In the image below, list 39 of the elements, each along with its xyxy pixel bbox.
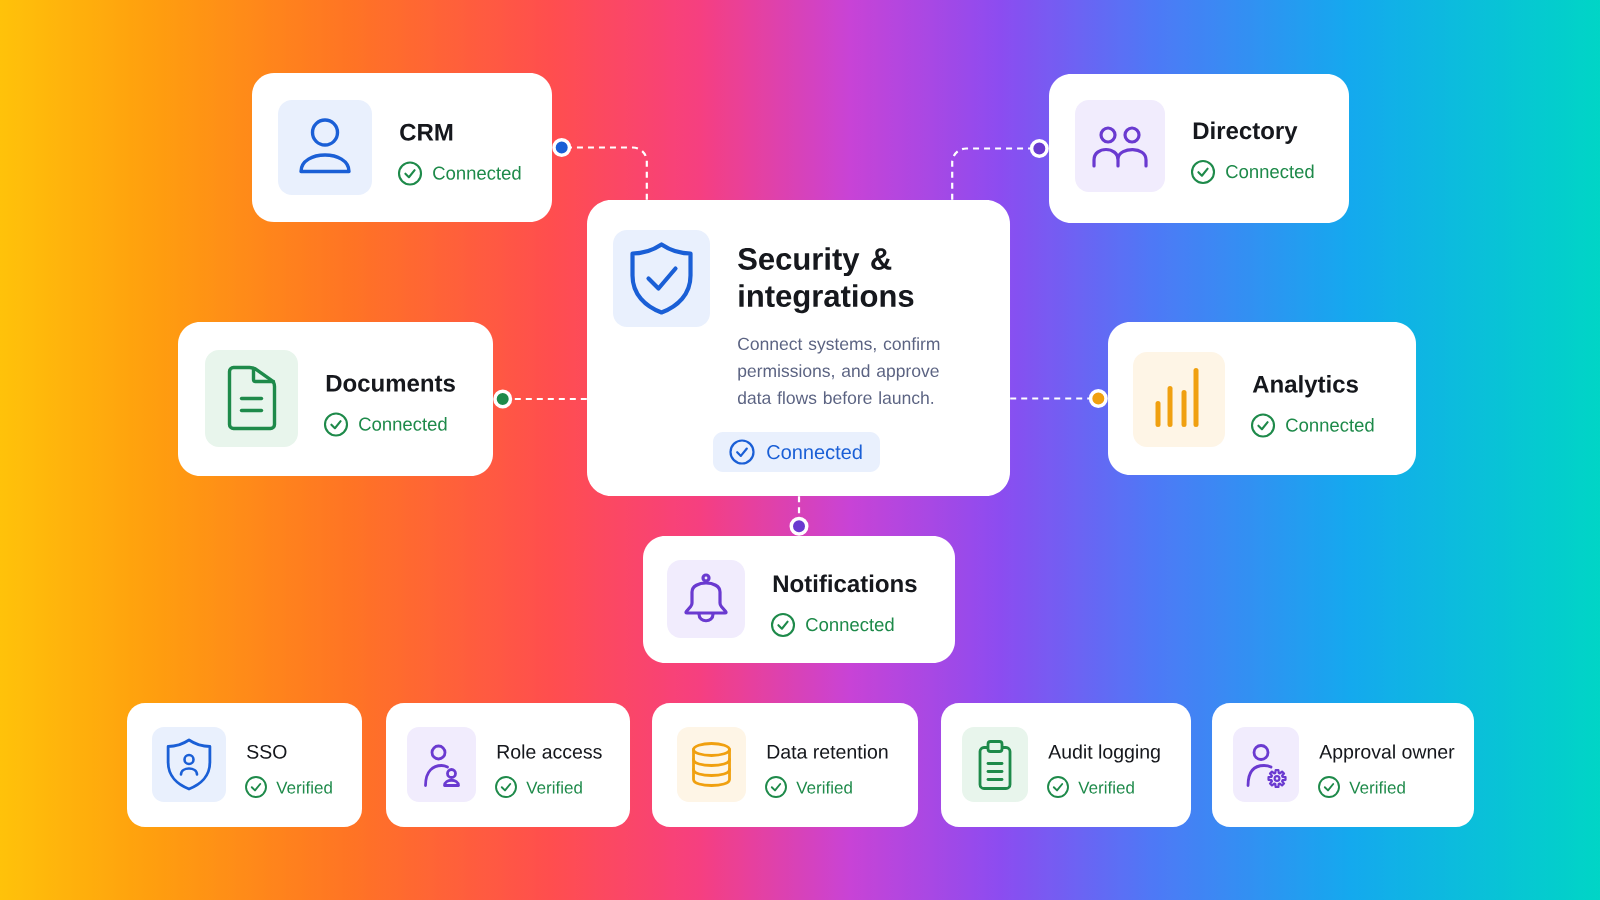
card <box>643 536 955 663</box>
status-text: Connected <box>1226 164 1314 179</box>
card-title: Data retention <box>767 744 888 759</box>
card <box>252 73 552 222</box>
status-text: Verified <box>1078 781 1134 794</box>
card-title: SSO <box>247 744 287 759</box>
connector-line <box>951 139 1049 200</box>
card <box>1212 703 1474 827</box>
card-title: Notifications <box>773 574 917 593</box>
status-text: Verified <box>1349 781 1405 794</box>
card-title: Audit logging <box>1048 744 1160 763</box>
status-text: Verified <box>526 781 582 794</box>
connector-line <box>493 389 587 409</box>
main-card <box>587 200 1010 496</box>
status-text: Verified <box>796 781 852 794</box>
connector-line <box>1010 389 1108 408</box>
description-text: Connect systems, confirm permissions, and approve data flows before launch. <box>737 337 940 405</box>
status-text: Verified <box>276 781 332 794</box>
card <box>127 703 362 827</box>
card <box>386 703 630 827</box>
status-text: Connected <box>433 166 521 180</box>
status-text: Connected <box>1286 418 1374 432</box>
card <box>941 703 1191 827</box>
connector-line <box>552 138 648 200</box>
card-title: Directory <box>1193 121 1298 144</box>
card-title: CRM <box>400 123 453 141</box>
card-title: Role access <box>497 744 602 759</box>
card <box>1108 322 1416 475</box>
card <box>1049 74 1349 223</box>
status-text: Connected <box>806 617 894 632</box>
status-text: Connected <box>359 417 447 431</box>
card <box>178 322 493 476</box>
status-badge: Connected <box>713 432 880 472</box>
card-title: Analytics <box>1252 375 1358 398</box>
card-title: Approval owner <box>1319 744 1455 763</box>
card-title: Documents <box>326 375 455 392</box>
card <box>652 703 918 827</box>
connector-line <box>789 496 809 536</box>
card-title: Security & integrations <box>738 247 914 314</box>
